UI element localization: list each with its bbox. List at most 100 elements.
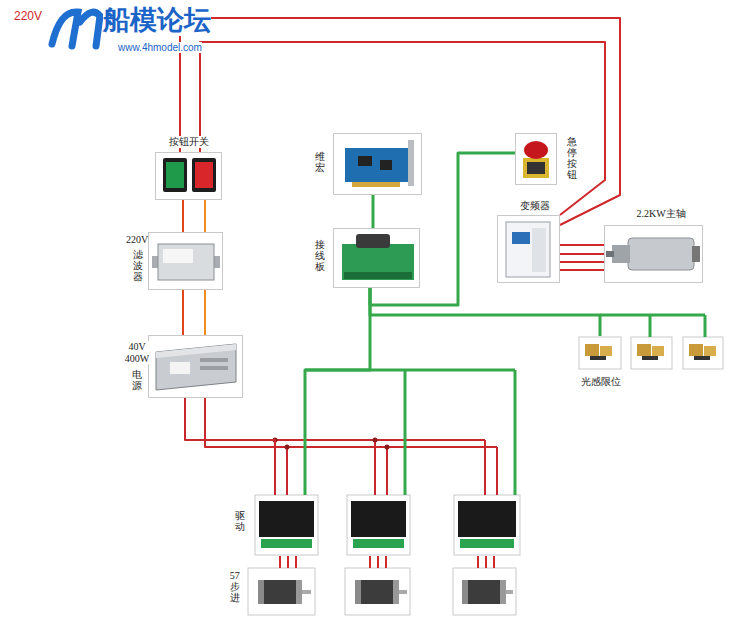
component-label: 40V 400W bbox=[125, 341, 149, 364]
spindle-plug bbox=[692, 246, 700, 262]
component-label: 220V bbox=[126, 234, 148, 246]
estop-body bbox=[527, 162, 545, 174]
junction-dot bbox=[373, 438, 378, 443]
card-chip bbox=[380, 160, 392, 170]
spindle-wire bbox=[560, 253, 604, 255]
motor-body bbox=[262, 580, 298, 604]
driver-frame bbox=[454, 495, 520, 555]
inverter-body bbox=[506, 222, 550, 277]
psu-top bbox=[156, 344, 236, 358]
mains-wire bbox=[200, 42, 605, 215]
component-group: 驱动 bbox=[254, 495, 522, 556]
motor-body bbox=[359, 580, 395, 604]
watermark-text: 船模论坛 bbox=[103, 6, 211, 36]
card-chip bbox=[358, 156, 372, 166]
psu-vent bbox=[200, 366, 228, 370]
component-photo-box: 变频器 bbox=[497, 215, 560, 283]
motor-shaft bbox=[399, 590, 407, 594]
sensor-block bbox=[652, 346, 664, 356]
signal-bus bbox=[600, 314, 705, 317]
sensor-cable bbox=[590, 356, 606, 360]
green-rocker bbox=[166, 162, 184, 188]
junction-dot bbox=[385, 445, 390, 450]
driver-body bbox=[351, 501, 406, 537]
motor-wire bbox=[485, 556, 487, 568]
signal-drop bbox=[404, 370, 407, 495]
component-label: 按钮开关 bbox=[169, 136, 209, 148]
component-photo-box: 维宏 bbox=[333, 133, 422, 195]
sensor-block bbox=[585, 344, 599, 356]
wire-connector bbox=[185, 398, 275, 495]
driver-terminals bbox=[353, 539, 404, 548]
mains-wire bbox=[204, 290, 206, 335]
motor-cap bbox=[258, 580, 264, 604]
motor-cap bbox=[355, 580, 361, 604]
db-connector bbox=[356, 234, 390, 248]
motor-shaft bbox=[506, 590, 513, 594]
wire-connector bbox=[370, 153, 515, 305]
motor-cap bbox=[462, 580, 468, 604]
signal-drop bbox=[649, 315, 652, 337]
motor-cap bbox=[393, 580, 399, 604]
switch-frame bbox=[163, 158, 187, 192]
motor-wire bbox=[377, 556, 379, 568]
sensor-block bbox=[689, 344, 703, 356]
sensor-cable bbox=[642, 356, 658, 360]
power-drop bbox=[286, 447, 288, 495]
motor-wire bbox=[369, 556, 371, 568]
motor-shaft bbox=[302, 590, 311, 594]
motor-body bbox=[466, 580, 502, 604]
motor-wire bbox=[385, 556, 387, 568]
wire-connector bbox=[372, 195, 375, 228]
component-label: 驱动 bbox=[234, 510, 246, 532]
driver-body bbox=[458, 501, 516, 537]
component-group: 光感限位 bbox=[578, 336, 724, 370]
board-terminals bbox=[344, 272, 412, 279]
wire-connector bbox=[305, 288, 370, 495]
wire-connector bbox=[560, 244, 604, 246]
signal-drop bbox=[514, 370, 517, 495]
component-label: 接线板 bbox=[314, 239, 326, 272]
component-photo-box: 40V 400W电源 bbox=[148, 335, 243, 398]
motor-wire bbox=[493, 556, 495, 568]
wire-connector bbox=[370, 288, 600, 336]
component-photo-box: 220V滤波器 bbox=[148, 232, 223, 290]
component-label: 光感限位 bbox=[581, 376, 621, 388]
spindle-body bbox=[628, 238, 694, 270]
motor-frame bbox=[453, 568, 516, 615]
sensor-block bbox=[637, 344, 651, 356]
driver-frame bbox=[347, 495, 410, 555]
power-drop bbox=[484, 440, 486, 495]
board-pcb bbox=[342, 244, 414, 280]
red-rocker bbox=[195, 162, 213, 188]
power-drop bbox=[496, 447, 498, 495]
component-photo-box: 急停按钮 bbox=[515, 133, 557, 185]
driver-terminals bbox=[261, 539, 312, 548]
psu-body bbox=[156, 344, 236, 390]
spindle-collet bbox=[606, 251, 614, 257]
filter-body bbox=[158, 244, 214, 280]
component-group: 57步进 bbox=[247, 568, 517, 616]
wire-connector bbox=[182, 290, 184, 335]
signal-drop bbox=[704, 315, 707, 337]
component-label: 2.2KW主轴 bbox=[636, 208, 685, 220]
component-label: 急停按钮 bbox=[566, 136, 578, 180]
estop-base bbox=[523, 158, 549, 178]
estop-mushroom bbox=[524, 141, 548, 159]
motor-cap bbox=[296, 580, 302, 604]
card-bracket bbox=[408, 140, 414, 186]
wire-connector bbox=[180, 18, 620, 225]
switch-frame bbox=[192, 158, 216, 192]
component-label: 变频器 bbox=[520, 200, 550, 212]
card-pcb bbox=[345, 148, 409, 182]
watermark-url: www.4hmodel.com bbox=[118, 42, 202, 53]
motor-frame bbox=[248, 568, 315, 615]
driver-body bbox=[259, 501, 314, 537]
watermark-logo bbox=[52, 12, 100, 46]
junction-dot bbox=[285, 445, 290, 450]
driver-frame bbox=[255, 495, 318, 555]
wire-connector bbox=[279, 556, 281, 568]
